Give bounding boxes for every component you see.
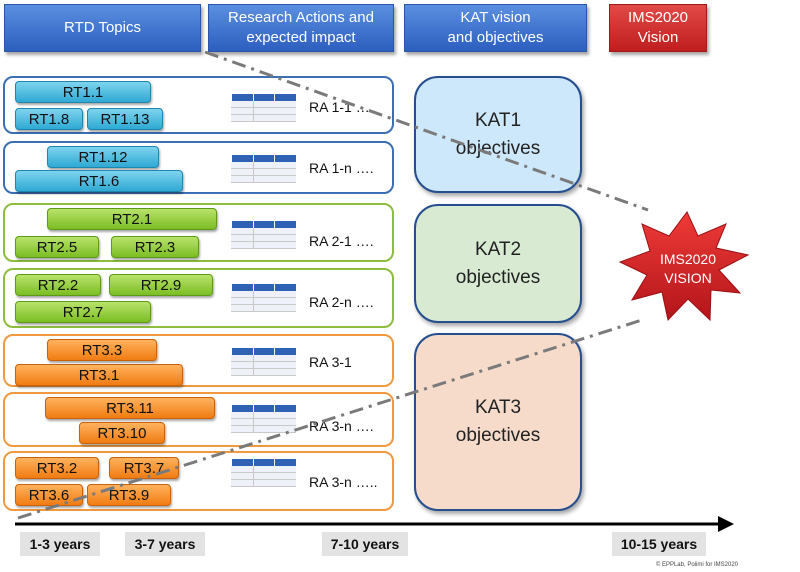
header-kat-vision: KAT vision and objectives: [404, 4, 587, 52]
topic-rt3-6: RT3.6: [15, 484, 83, 506]
impact-table-icon: [231, 221, 296, 249]
timeline-3-7-years: 3-7 years: [125, 532, 205, 556]
vision-line1: IMS2020: [659, 251, 717, 267]
topic-rt1-6: RT1.6: [15, 170, 183, 192]
topic-rt2-2: RT2.2: [15, 274, 101, 296]
timeline-10-15-years: 10-15 years: [612, 532, 706, 556]
impact-table-icon: [231, 94, 296, 122]
header-ra-line1: Research Actions and: [228, 9, 374, 26]
research-action-ra2-n: RA 2-n ….: [309, 294, 374, 310]
rtd-row-3: RT2.1 RT2.5 RT2.3 RA 2-1 ….: [3, 203, 394, 262]
header-research-actions: Research Actions and expected impact: [208, 4, 394, 52]
topic-rt1-1: RT1.1: [15, 81, 151, 103]
topic-rt3-11: RT3.11: [45, 397, 215, 419]
header-rtd-label: RTD Topics: [64, 19, 141, 36]
timeline-arrowhead-icon: [718, 516, 734, 532]
header-kat-line2: and objectives: [447, 29, 544, 46]
research-action-ra1-1: RA 1-1 ….: [309, 99, 374, 115]
topic-rt2-7: RT2.7: [15, 301, 151, 323]
header-kat-line1: KAT vision: [460, 9, 531, 26]
vision-star-label: IMS2020 VISION: [643, 250, 733, 288]
impact-table-icon: [231, 284, 296, 312]
topic-rt3-3: RT3.3: [47, 339, 157, 361]
header-ims-line1: IMS2020: [627, 9, 689, 26]
topic-rt1-13: RT1.13: [87, 108, 163, 130]
topic-rt3-10: RT3.10: [79, 422, 165, 444]
impact-table-icon: [231, 405, 296, 433]
header-rtd-topics: RTD Topics: [4, 4, 201, 52]
kat3-label: objectives: [455, 425, 541, 446]
kat2-objectives-box: KAT2 objectives: [414, 204, 582, 323]
rtd-row-7: RT3.2 RT3.7 RT3.6 RT3.9 RA 3-n …..: [3, 451, 394, 511]
impact-table-icon: [231, 459, 296, 487]
research-action-ra3-n: RA 3-n ….: [309, 418, 374, 434]
vision-line2: VISION: [664, 270, 712, 286]
kat3-objectives-box: KAT3 objectives: [414, 333, 582, 511]
topic-rt1-8: RT1.8: [15, 108, 83, 130]
topic-rt2-1: RT2.1: [47, 208, 217, 230]
rtd-row-6: RT3.11 RT3.10 RA 3-n ….: [3, 392, 394, 447]
research-action-ra2-1: RA 2-1 ….: [309, 233, 374, 249]
rtd-row-5: RT3.3 RT3.1 RA 3-1: [3, 334, 394, 387]
header-ra-line2: expected impact: [246, 29, 356, 46]
rtd-row-1: RT1.1 RT1.8 RT1.13 RA 1-1 ….: [3, 76, 394, 134]
impact-table-icon: [231, 155, 296, 183]
topic-rt2-5: RT2.5: [15, 236, 99, 258]
kat2-label: objectives: [455, 266, 541, 288]
kat1-objectives-box: KAT1 objectives: [414, 76, 582, 193]
topic-rt3-7: RT3.7: [109, 457, 179, 479]
topic-rt3-1: RT3.1: [15, 364, 183, 386]
header-ims2020-vision: IMS2020 Vision: [609, 4, 707, 52]
header-ims-line2: Vision: [637, 29, 679, 46]
timeline-1-3-years: 1-3 years: [20, 532, 100, 556]
impact-table-icon: [231, 348, 296, 376]
research-action-ra3-n-2: RA 3-n …..: [309, 474, 378, 490]
research-action-ra3-1: RA 3-1: [309, 354, 352, 370]
timeline-7-10-years: 7-10 years: [322, 532, 408, 556]
kat1-label: objectives: [455, 137, 541, 159]
topic-rt2-9: RT2.9: [109, 274, 213, 296]
kat3-name: KAT3: [474, 397, 522, 418]
kat2-name: KAT2: [474, 238, 522, 260]
topic-rt1-12: RT1.12: [47, 146, 159, 168]
topic-rt3-9: RT3.9: [87, 484, 171, 506]
research-action-ra1-n: RA 1-n ….: [309, 160, 374, 176]
copyright-note: © EPPLab, Polimi for IMS2020: [655, 562, 738, 568]
topic-rt3-2: RT3.2: [15, 457, 99, 479]
topic-rt2-3: RT2.3: [111, 236, 199, 258]
rtd-row-4: RT2.2 RT2.9 RT2.7 RA 2-n ….: [3, 268, 394, 328]
kat1-name: KAT1: [474, 109, 522, 131]
rtd-row-2: RT1.12 RT1.6 RA 1-n ….: [3, 141, 394, 194]
